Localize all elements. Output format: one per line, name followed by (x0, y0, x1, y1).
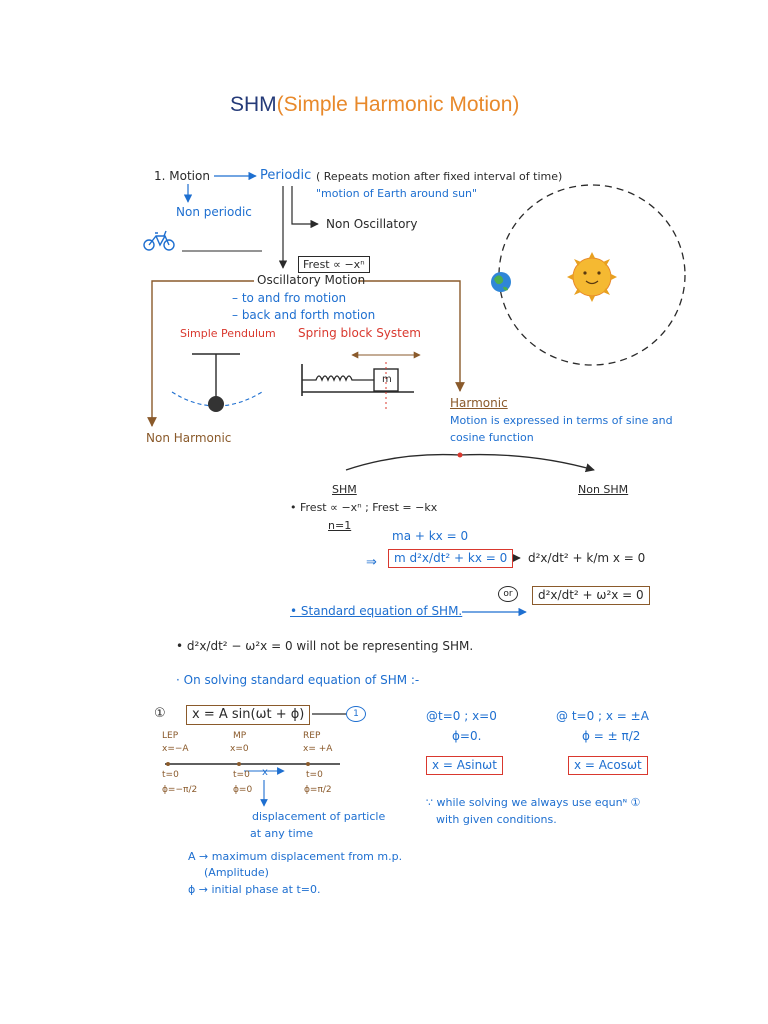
displacement-1: displacement of particle (252, 810, 386, 823)
solution-num: ① (154, 706, 166, 721)
lep-label: LEP (162, 731, 179, 741)
simple-pendulum-label: Simple Pendulum (180, 327, 276, 340)
frest-relation: Frest ∝ −xⁿ (298, 256, 370, 273)
rep-x: x= +A (303, 744, 333, 754)
boxed-m-eq: m d²x/dt² + kx = 0 (388, 549, 514, 569)
harmonic-label: Harmonic (450, 396, 508, 410)
boxed-standard-eq: d²x/dt² + ω²x = 0 (532, 586, 650, 606)
mass-label: m (382, 374, 392, 385)
x-marker: x (262, 767, 268, 778)
non-harmonic-label: Non Harmonic (146, 431, 232, 445)
solution-eq: x = A sin(ωt + ϕ) (186, 705, 311, 726)
orbit-path (498, 184, 686, 366)
not-shm-line: • d²x/dt² − ω²x = 0 will not be represen… (176, 639, 474, 653)
motion-label: 1. Motion (154, 169, 210, 183)
earth-example: "motion of Earth around sun" (316, 187, 478, 200)
frest-line: • Frest ∝ −xⁿ ; Frest = −kx (290, 501, 438, 514)
case1-result: x = Asinωt (426, 756, 503, 776)
spring-block-label: Spring block System (298, 326, 421, 340)
frest-line-text: Frest ∝ −xⁿ ; Frest = −kx (300, 501, 438, 514)
case1-phi: ϕ=0. (452, 729, 482, 743)
shm-label: SHM (332, 483, 357, 496)
reduced-eq: d²x/dt² + k/m x = 0 (528, 551, 646, 565)
case2-condition: @ t=0 ; x = ±A (556, 709, 649, 723)
note-line-1: ∵ while solving we always use equnᶰ ① (426, 796, 641, 809)
not-shm-text: d²x/dt² − ω²x = 0 will not be representi… (186, 639, 474, 653)
bicycle-icon (143, 230, 175, 251)
non-shm-label: Non SHM (578, 483, 629, 496)
sun-icon (567, 252, 617, 302)
case1-condition: @t=0 ; x=0 (426, 709, 497, 723)
harmonic-branch-arrows (345, 453, 594, 470)
number-line (165, 762, 340, 807)
harmonic-desc-2: cosine function (450, 431, 534, 444)
non-periodic-label: Non periodic (176, 205, 252, 219)
title-paren: (Simple Harmonic Motion) (276, 93, 520, 116)
title-main: SHM (230, 93, 277, 116)
rep-phi: ϕ=π/2 (304, 785, 332, 795)
on-solving: · On solving standard equation of SHM :- (176, 673, 420, 687)
spring-block-icon (301, 351, 421, 412)
ma-kx-eq: ma + kx = 0 (392, 529, 469, 543)
lep-x: x=−A (162, 744, 189, 754)
earth-icon (491, 272, 511, 292)
mp-t: t=0 (233, 770, 250, 780)
back-forth-label: – back and forth motion (232, 308, 376, 322)
oscillatory-label: Oscillatory Motion (257, 273, 366, 287)
implies-arrow: ⇒ (366, 555, 377, 570)
case2-result: x = Acosωt (568, 756, 648, 776)
page-title: SHM(Simple Harmonic Motion) (230, 94, 519, 115)
n-equals: n=1 (328, 519, 352, 532)
periodic-note: ( Repeats motion after fixed interval of… (316, 170, 563, 183)
periodic-label: Periodic (260, 168, 312, 183)
phase-label: ϕ → initial phase at t=0. (188, 883, 321, 896)
osc-nonharmonic-arrow (147, 280, 254, 427)
note-line-2: with given conditions. (436, 813, 557, 826)
rep-label: REP (303, 731, 321, 741)
case2-phi: ϕ = ± π/2 (582, 729, 641, 743)
or-circle: or (498, 586, 518, 602)
lep-t: t=0 (162, 770, 179, 780)
mp-label: MP (233, 731, 247, 741)
amplitude-2: (Amplitude) (204, 866, 269, 879)
to-fro-label: – to and fro motion (232, 291, 347, 305)
periodic-nonoscillatory-arrow (291, 186, 319, 229)
mp-phi: ϕ=0 (233, 785, 253, 795)
displacement-2: at any time (250, 827, 314, 840)
solution-ref-circle: 1 (346, 706, 366, 722)
lep-phi: ϕ=−π/2 (162, 785, 198, 795)
mp-x: x=0 (230, 744, 249, 754)
pendulum-icon (171, 353, 263, 412)
rep-t: t=0 (306, 770, 323, 780)
osc-harmonic-arrow (358, 280, 465, 392)
standard-label: • Standard equation of SHM. (290, 604, 463, 618)
non-oscillatory-label: Non Oscillatory (326, 217, 418, 231)
harmonic-desc-1: Motion is expressed in terms of sine and (450, 414, 673, 427)
amplitude-1: A → maximum displacement from m.p. (188, 850, 403, 863)
